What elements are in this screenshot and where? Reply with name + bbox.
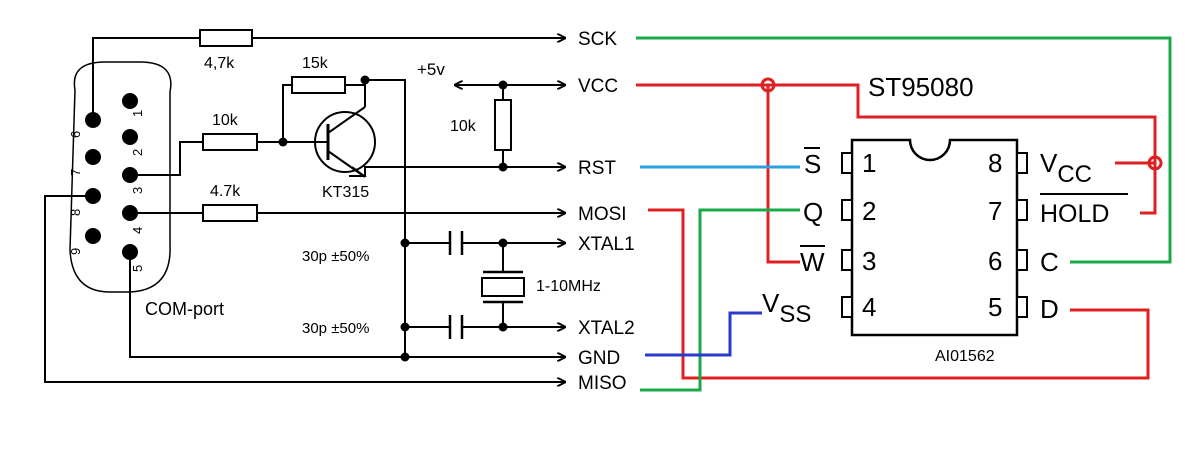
capacitor-c1 <box>448 231 464 255</box>
wire-vcc-w <box>766 85 800 264</box>
signal-rst: RST <box>578 158 616 179</box>
chip-pin-hold-label: HOLD <box>1040 200 1109 228</box>
r5-label: 10k <box>450 118 477 135</box>
signal-xtal1: XTAL1 <box>578 234 635 255</box>
com-pin-4-label: 4 <box>130 227 145 234</box>
signal-gnd: GND <box>578 348 620 369</box>
signal-mosi: MOSI <box>578 204 627 225</box>
capacitor-c2 <box>448 315 464 339</box>
wire-sck-to-c <box>636 36 1172 264</box>
com-pin-7-label: 7 <box>68 169 83 176</box>
chip-pin-q-label: Q <box>803 197 823 227</box>
com-pin-8-label: 8 <box>68 209 83 216</box>
com-pin-1-label: 1 <box>130 110 145 117</box>
chip-pin-5-number: 5 <box>988 292 1002 322</box>
chip-package-code: AI01562 <box>935 348 995 365</box>
chip-pin-7-number: 7 <box>988 196 1002 226</box>
r3-label: 15k <box>302 55 329 72</box>
resistor-r1 <box>199 29 253 47</box>
schematic-wires <box>44 38 565 382</box>
crystal-label: 1-10MHz <box>536 278 601 295</box>
chip-pin-vss-label: VSS <box>762 288 811 328</box>
resistor-r2 <box>202 133 258 151</box>
chip-pin-vcc-sub: CC <box>1057 161 1092 188</box>
com-port-connector: 1 2 3 4 5 6 7 8 9 COM-port <box>68 61 224 319</box>
r4-label: 4.7k <box>210 183 241 200</box>
capacitors <box>448 231 464 339</box>
wire-junctions <box>760 77 1163 171</box>
colored-wires <box>636 36 1172 392</box>
resistor-r4 <box>202 204 258 222</box>
com-pin-5-label: 5 <box>130 265 145 272</box>
chip-name: ST95080 <box>868 72 974 102</box>
c2-label: 30p ±50% <box>302 320 369 337</box>
st95080-chip: 1 2 3 4 8 7 6 5 S Q W VSS VCC HOLD C D S… <box>762 72 1128 365</box>
chip-pin-vss-sub: SS <box>779 301 811 328</box>
supply-label: +5v <box>417 60 445 79</box>
chip-pin-w-label: W <box>800 247 825 277</box>
wire-miso-q <box>640 208 800 392</box>
com-pin-2-label: 2 <box>130 149 145 156</box>
resistors <box>199 29 512 222</box>
chip-body <box>850 138 1019 337</box>
chip-pin-tabs <box>841 152 1028 318</box>
chip-pin-8-number: 8 <box>988 148 1002 178</box>
signal-sck: SCK <box>578 29 617 50</box>
com-pin-6-label: 6 <box>68 131 83 138</box>
r1-label: 4,7k <box>204 55 235 72</box>
chip-pin-c-label: C <box>1040 247 1059 277</box>
chip-pin-2-number: 2 <box>862 196 876 226</box>
com-port-shell <box>69 61 172 293</box>
wire-gnd-vss <box>645 311 762 357</box>
chip-pin-4-number: 4 <box>862 292 876 322</box>
crystal <box>481 270 525 304</box>
resistor-r3 <box>291 76 346 94</box>
com-pin-9-label: 9 <box>68 248 83 255</box>
signal-xtal2: XTAL2 <box>578 318 635 339</box>
c1-label: 30p ±50% <box>302 248 369 265</box>
transistor-label: KT315 <box>322 184 369 201</box>
transistor-kt315 <box>314 106 376 178</box>
chip-pin-s-label: S <box>804 149 821 179</box>
chip-pin-6-number: 6 <box>988 246 1002 276</box>
chip-pin-d-label: D <box>1040 294 1059 324</box>
com-port-label: COM-port <box>145 299 224 319</box>
active-low-overbars <box>800 147 1128 247</box>
wire-vcc <box>636 83 1157 215</box>
com-pin-3-label: 3 <box>130 187 145 194</box>
chip-pin-3-number: 3 <box>862 246 876 276</box>
junction-dots <box>278 75 508 362</box>
chip-pin-vcc-label: VCC <box>1040 148 1092 188</box>
signal-vcc: VCC <box>578 76 618 97</box>
signal-miso: MISO <box>578 373 627 394</box>
wire-mosi-d <box>648 208 1150 380</box>
r2-label: 10k <box>212 112 239 129</box>
resistor-r5 <box>494 99 512 151</box>
chip-pin-1-number: 1 <box>862 148 876 178</box>
